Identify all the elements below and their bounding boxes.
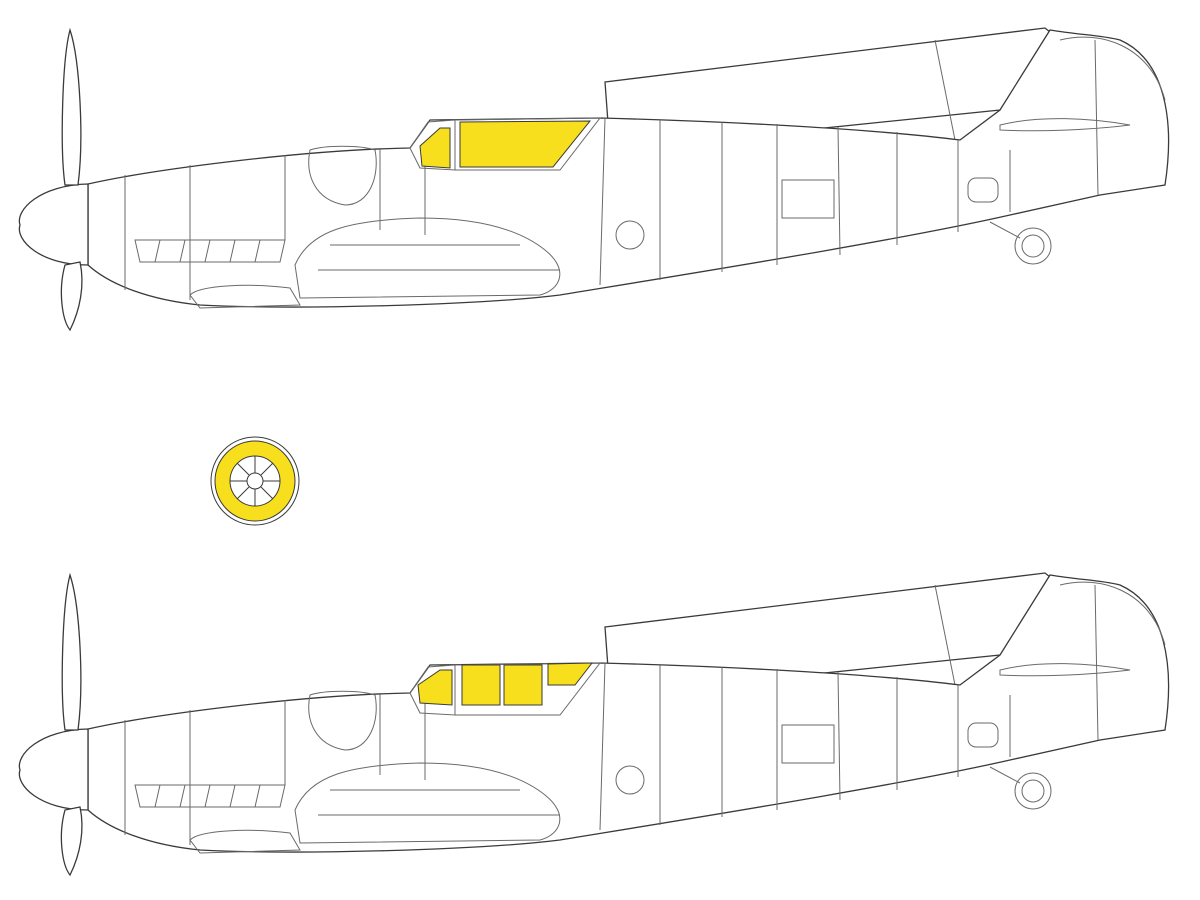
mask-windscreen-panel xyxy=(419,127,451,169)
mask-canopy-panel-3 xyxy=(547,662,594,686)
mask-windscreen-panel xyxy=(417,669,453,706)
aircraft-bottom xyxy=(18,572,1170,876)
mask-canopy-panel-2 xyxy=(503,664,543,706)
aircraft-top xyxy=(18,27,1170,331)
wheel-mask xyxy=(210,436,300,526)
mask-canopy-panel xyxy=(459,120,592,168)
mask-canopy-panel-1 xyxy=(461,664,501,706)
